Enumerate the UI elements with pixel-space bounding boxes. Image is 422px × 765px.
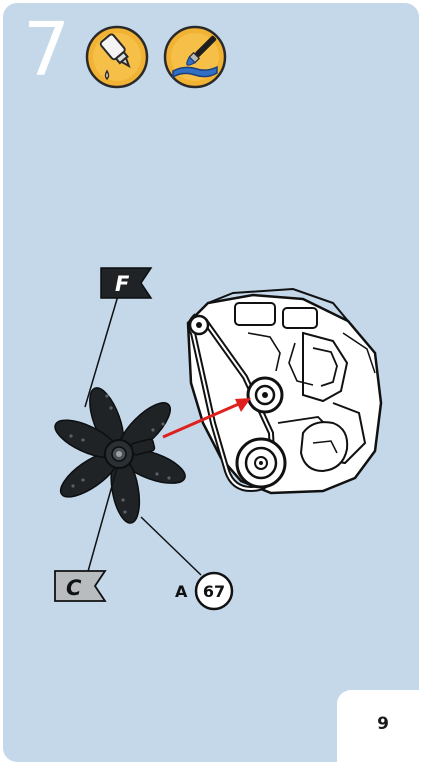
part-number: 67: [203, 582, 225, 601]
flag-c: C: [55, 571, 105, 601]
flag-f-label: F: [115, 272, 130, 296]
cooling-fan: [50, 384, 189, 525]
flag-c-label: C: [66, 576, 82, 600]
flag-f: F: [101, 268, 151, 298]
page-corner: 9: [337, 690, 419, 762]
part-letter: A: [175, 582, 188, 601]
page-number: 9: [377, 714, 389, 734]
step-panel: 7: [3, 3, 419, 762]
assembly-diagram: F C A 67: [3, 3, 419, 762]
engine-block: [188, 289, 381, 493]
part-leader-line: [141, 517, 201, 575]
